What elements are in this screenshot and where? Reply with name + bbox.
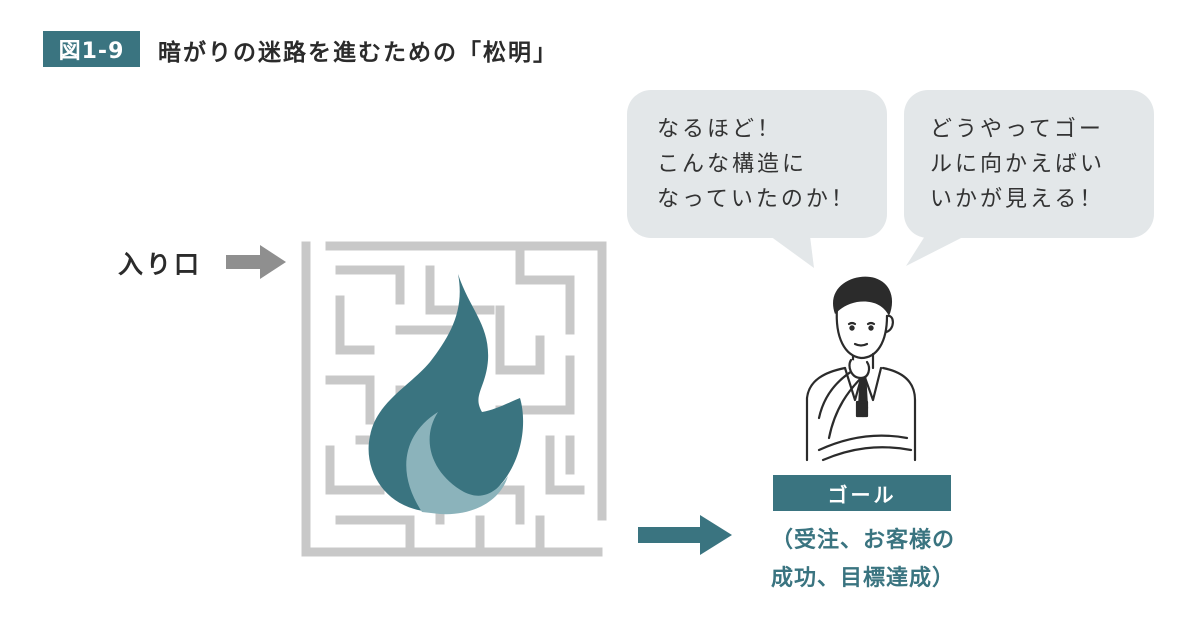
speech-bubble-1-text: なるほど！ こんな構造に なっていたのか！ <box>657 112 856 217</box>
bubble-line: ルに向かえばい <box>930 152 1106 177</box>
goal-label: ゴール <box>827 482 897 507</box>
bubble-line: なっていたのか！ <box>657 187 856 212</box>
goal-arrow-icon <box>638 515 732 555</box>
entrance-arrow-icon <box>226 245 286 279</box>
torch-flame-icon <box>368 274 524 515</box>
speech-bubble-1: なるほど！ こんな構造に なっていたのか！ <box>627 90 887 238</box>
bubble-line: なるほど！ <box>657 117 783 142</box>
figure-number-badge: 図1-9 <box>43 31 140 67</box>
maze-diagram <box>301 241 607 557</box>
speech-bubble-2: どうやってゴー ルに向かえばい いかが見える！ <box>904 90 1154 238</box>
goal-description: （受注、お客様の 成功、目標達成） <box>750 522 976 598</box>
goal-badge: ゴール <box>773 475 951 511</box>
entrance-label: 入り口 <box>118 250 203 279</box>
thinking-businessman-illustration <box>805 276 917 462</box>
speech-bubble-2-text: どうやってゴー ルに向かえばい いかが見える！ <box>930 112 1105 217</box>
figure-number: 図1-9 <box>58 39 125 64</box>
bubble-line: どうやってゴー <box>930 117 1104 142</box>
bubble-line: いかが見える！ <box>930 187 1105 212</box>
goal-description-line: （受注、お客様の <box>770 528 955 553</box>
goal-description-line: 成功、目標達成） <box>770 566 955 591</box>
figure-title: 暗がりの迷路を進むための「松明」 <box>158 40 558 66</box>
bubble-line: こんな構造に <box>657 152 808 177</box>
